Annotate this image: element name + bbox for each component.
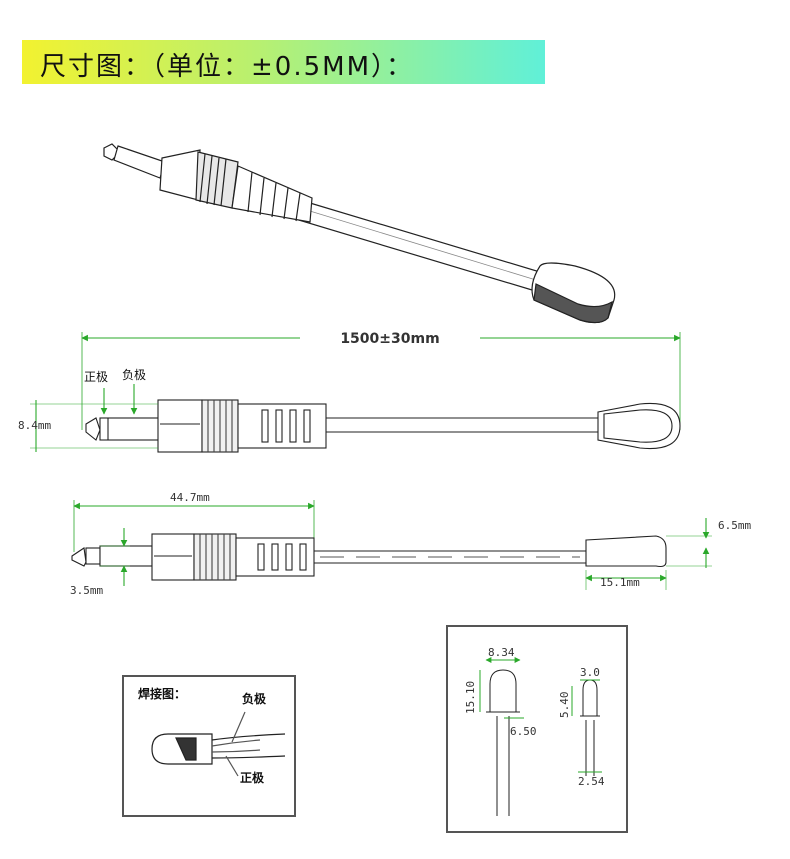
wiring-positive-label: 正极 [240, 770, 265, 785]
led-base-label: 6.50 [510, 725, 537, 738]
cable-3d-view [103, 143, 616, 324]
led-width-label: 8.34 [488, 646, 515, 659]
wiring-diagram: 焊接图： 负极 正极 [122, 675, 296, 817]
head-length-label: 15.1mm [600, 576, 640, 589]
wiring-title: 焊接图： [138, 686, 186, 701]
led-pitch-label: 2.54 [578, 775, 605, 788]
negative-pin-label: 负极 [122, 368, 146, 382]
page-title: 尺寸图：（单位：±0.5MM）： [40, 52, 414, 82]
cable-side-view [30, 332, 681, 453]
tip-diameter-label: 3.5mm [70, 584, 103, 597]
title-banner: 尺寸图：（单位：±0.5MM）： [22, 40, 545, 84]
led-side-height-label: 5.40 [558, 692, 571, 719]
cable-length-label: 1500±30mm [340, 331, 439, 347]
head-height-label: 6.5mm [718, 519, 751, 532]
plug-length-label: 44.7mm [170, 491, 210, 504]
led-height-label: 15.10 [464, 681, 477, 714]
wiring-negative-label: 负极 [242, 691, 267, 706]
led-dimension-diagram: 8.34 15.10 6.50 3.0 5.40 2.54 [446, 625, 628, 833]
plug-diameter-label: 8.4mm [18, 419, 51, 432]
cable-top-view [71, 500, 712, 590]
positive-pin-label: 正极 [84, 370, 108, 384]
led-side-width-label: 3.0 [580, 666, 600, 679]
